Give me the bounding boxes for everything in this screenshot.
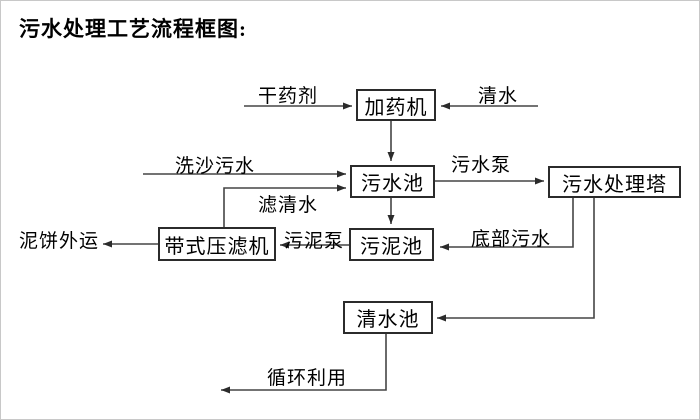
arrow-tower-to-clean-water-pool <box>437 198 595 322</box>
node-sewage-treatment-tower: 污水处理塔 <box>548 166 681 198</box>
node-sewage-pool-label: 污水池 <box>361 173 424 195</box>
flow-label-sand-washing-sewage: 洗沙污水 <box>174 156 256 177</box>
node-sludge-pool: 污泥池 <box>349 228 434 261</box>
flow-label-clean-water-in: 清水 <box>477 86 519 107</box>
arrow-bottom-sewage-tower-to-sludge-pool <box>440 198 574 251</box>
page-title: 污水处理工艺流程框图: <box>19 17 247 41</box>
flow-label-sludge-pump: 污泥泵 <box>283 231 345 252</box>
arrow-clean-water-pool-to-recycling <box>221 334 387 394</box>
node-sewage-pool: 污水池 <box>350 165 435 198</box>
arrow-filtered-water-press-to-sewage-pool <box>223 184 346 227</box>
node-clean-water-pool: 清水池 <box>343 301 433 334</box>
node-belt-filter-press: 带式压滤机 <box>158 227 276 261</box>
flow-label-mud-cake-shipped-out: 泥饼外运 <box>18 231 100 252</box>
flow-label-filtered-water: 滤清水 <box>257 195 319 216</box>
flow-label-bottom-sewage: 底部污水 <box>470 229 552 250</box>
node-sludge-pool-label: 污泥池 <box>360 236 423 258</box>
flow-label-sewage-pump: 污水泵 <box>450 155 512 176</box>
flow-label-recycling-reuse: 循环利用 <box>266 368 348 389</box>
node-belt-filter-press-label: 带式压滤机 <box>164 235 270 258</box>
flow-label-dry-chemical: 干药剂 <box>257 86 319 107</box>
node-dosing-machine: 加药机 <box>356 89 436 121</box>
node-clean-water-pool-label: 清水池 <box>356 309 420 331</box>
node-sewage-treatment-tower-label: 污水处理塔 <box>562 173 667 196</box>
node-dosing-machine-label: 加药机 <box>364 96 428 119</box>
